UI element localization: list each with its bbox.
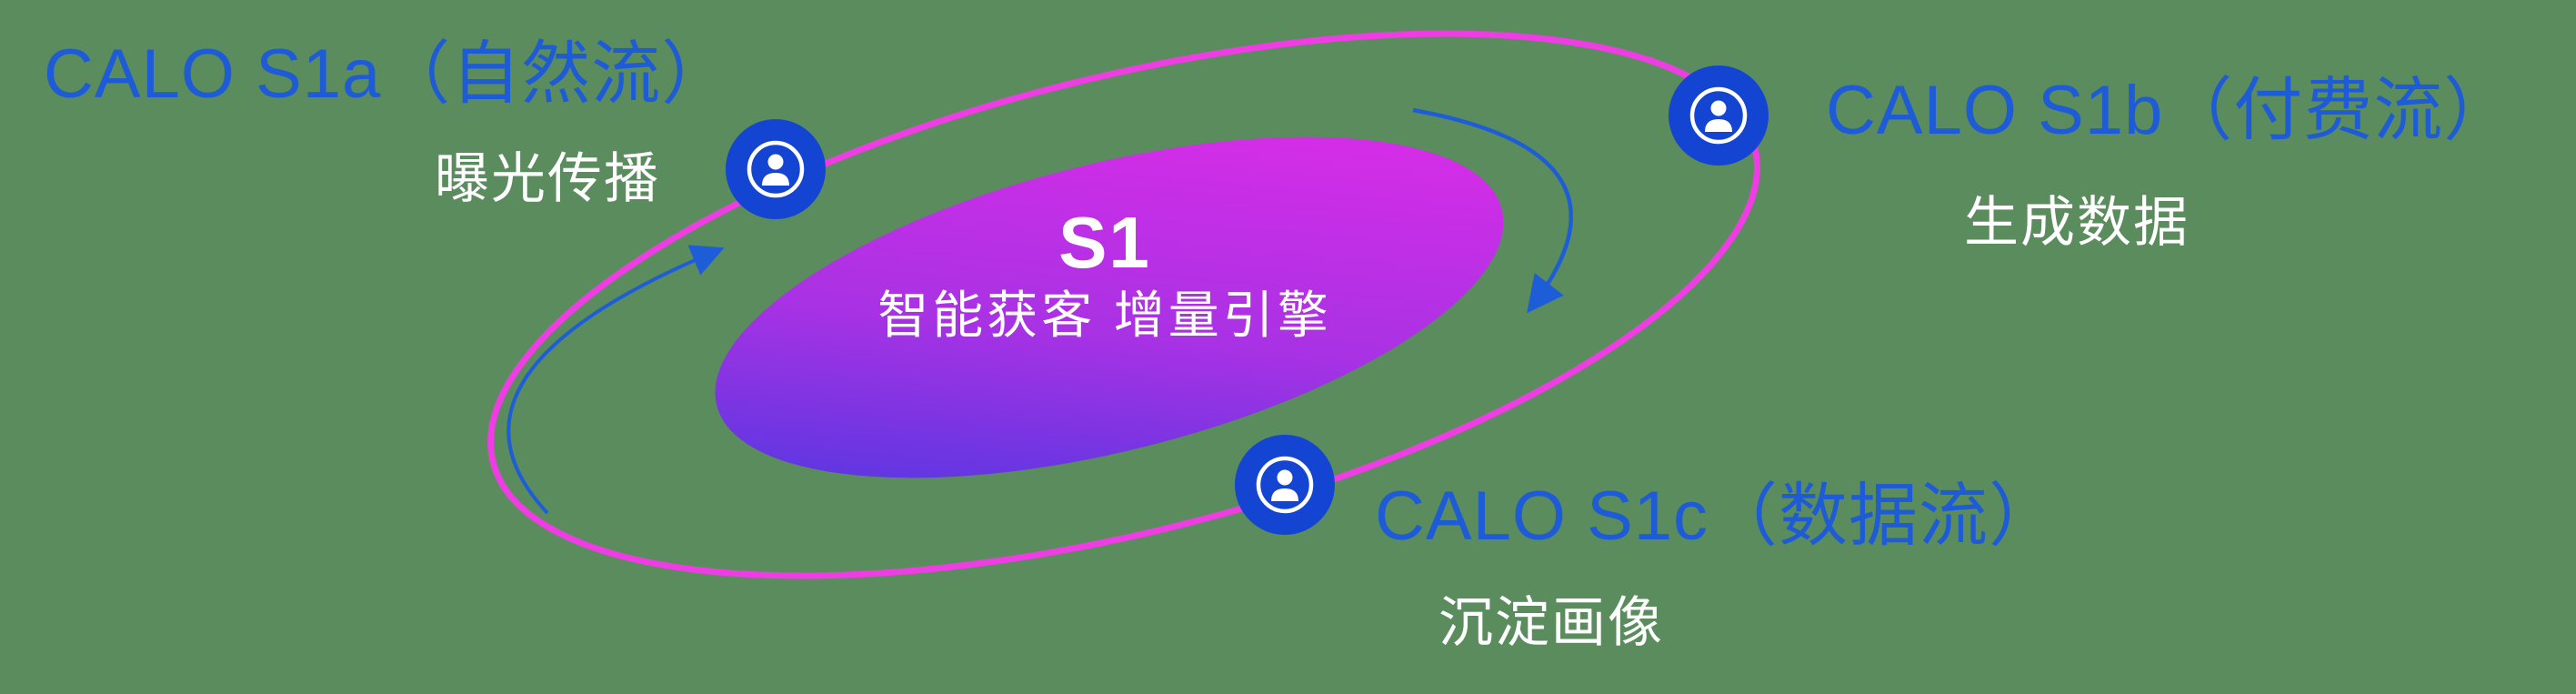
core-title: S1: [1058, 202, 1151, 283]
label-s1a-subtitle: 曝光传播: [435, 148, 660, 209]
core-ellipse: [715, 136, 1504, 478]
node-s1b: [1669, 65, 1769, 166]
flow-arrow-left: [506, 245, 725, 515]
label-s1b-subtitle: 生成数据: [1964, 192, 2190, 253]
core-text-group: S1 智能获客 增量引擎: [832, 204, 1378, 344]
node-s1a: [726, 119, 826, 219]
flow-arrow-top-right: [1412, 107, 1574, 314]
node-s1c: [1235, 435, 1335, 535]
label-s1a-title: CALO S1a（自然流）: [44, 35, 732, 113]
user-icon: [1256, 456, 1314, 514]
core-subtitle: 智能获客 增量引擎: [877, 287, 1332, 344]
user-icon: [747, 140, 805, 198]
user-icon: [1689, 86, 1748, 145]
label-s1c-subtitle: 沉淀画像: [1438, 592, 1664, 653]
label-s1b-title: CALO S1b（付费流）: [1826, 72, 2514, 149]
label-s1c-title: CALO S1c（数据流）: [1375, 478, 2060, 555]
